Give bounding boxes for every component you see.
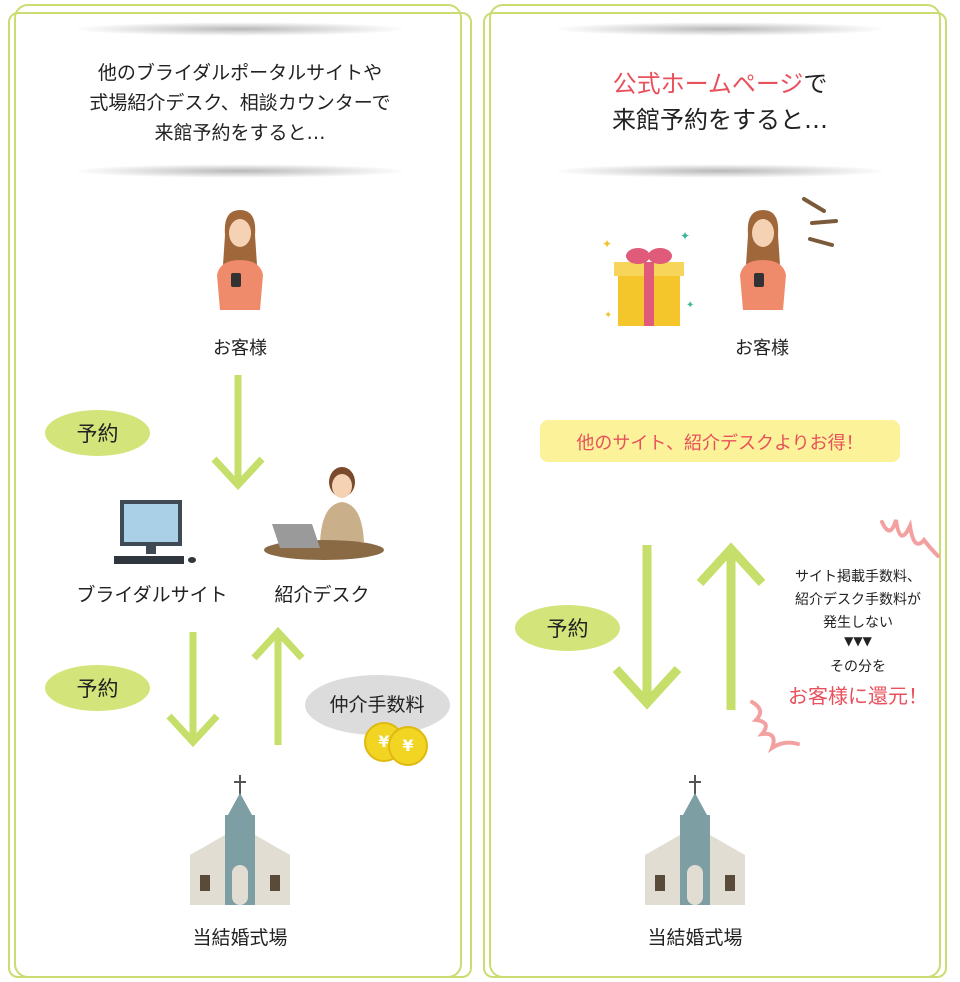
bridal-site-label: ブライダルサイト: [76, 584, 228, 606]
arrow-down-icon-2: [166, 632, 220, 748]
right-heading-shadow-bottom: [550, 164, 890, 178]
excitement-lines-icon: [802, 197, 838, 247]
customer-woman-icon-2: [740, 210, 786, 310]
right-heading-line-2: 来館予約をすると…: [612, 106, 828, 134]
heading-rest: で: [803, 70, 828, 98]
right-reserve-badge: 予約: [515, 605, 620, 651]
left-heading-line-2: 式場紹介デスク、相談カウンターで: [89, 92, 391, 114]
heading-highlight: 公式ホームページ: [612, 70, 804, 98]
coin-symbol: ¥: [378, 732, 390, 751]
fee-label: 仲介手数料: [329, 694, 425, 716]
computer-icon: [114, 500, 196, 564]
heading-shadow-top: [70, 22, 410, 36]
desk-label: 紹介デスク: [274, 584, 370, 606]
right-customer-label: お客様: [735, 338, 789, 359]
arrow-up-icon: [251, 626, 305, 745]
squiggle-icon: [880, 519, 940, 558]
note-line-3: 発生しない: [823, 615, 893, 631]
benefit-banner-text: 他のサイト、紹介デスクよりお得！: [576, 433, 864, 454]
note-triangles: ▼▼▼: [844, 634, 872, 648]
svg-text:✦: ✦: [602, 237, 612, 251]
left-panel-frame-inner: [14, 4, 462, 978]
note-line-2: 紹介デスク手数料が: [795, 592, 921, 608]
arrow-down-icon: [211, 375, 265, 491]
desk-staff-icon: [264, 467, 384, 560]
svg-text:✦: ✦: [680, 229, 690, 243]
right-arrow-down-icon: [612, 545, 682, 710]
left-customer-label: お客様: [213, 338, 267, 359]
right-heading-line-1: 公式ホームページで: [613, 64, 828, 99]
heading-shadow-bottom: [70, 164, 410, 178]
note-line-4: その分を: [830, 659, 886, 675]
note-line-1: サイト掲載手数料、: [795, 569, 921, 585]
reserve-badge-2: 予約: [45, 665, 150, 711]
squiggle-icon-2: [750, 700, 800, 754]
right-panel-frame-inner: [489, 4, 941, 978]
customer-woman-icon: [217, 210, 263, 310]
benefit-banner: [540, 420, 900, 462]
right-heading-shadow-top: [550, 22, 890, 36]
right-venue-label: 当結婚式場: [647, 927, 743, 949]
reserve-badge: 予約: [45, 410, 150, 456]
church-icon-2: [645, 775, 745, 905]
note-highlight: お客様に還元！: [788, 684, 928, 708]
coin-symbol-2: ¥: [402, 736, 414, 755]
left-venue-label: 当結婚式場: [192, 927, 288, 949]
right-arrow-up-icon: [696, 542, 766, 710]
gift-icon: ✦ ✦ ✦ ✦: [602, 229, 694, 326]
coin-icon-2: ¥: [388, 726, 428, 766]
church-icon: [190, 775, 290, 905]
svg-text:✦: ✦: [686, 300, 694, 311]
left-heading-line-3: 来館予約をすると…: [154, 122, 326, 144]
left-heading-line-1: 他のブライダルポータルサイトや: [97, 62, 383, 84]
svg-text:✦: ✦: [604, 310, 612, 321]
